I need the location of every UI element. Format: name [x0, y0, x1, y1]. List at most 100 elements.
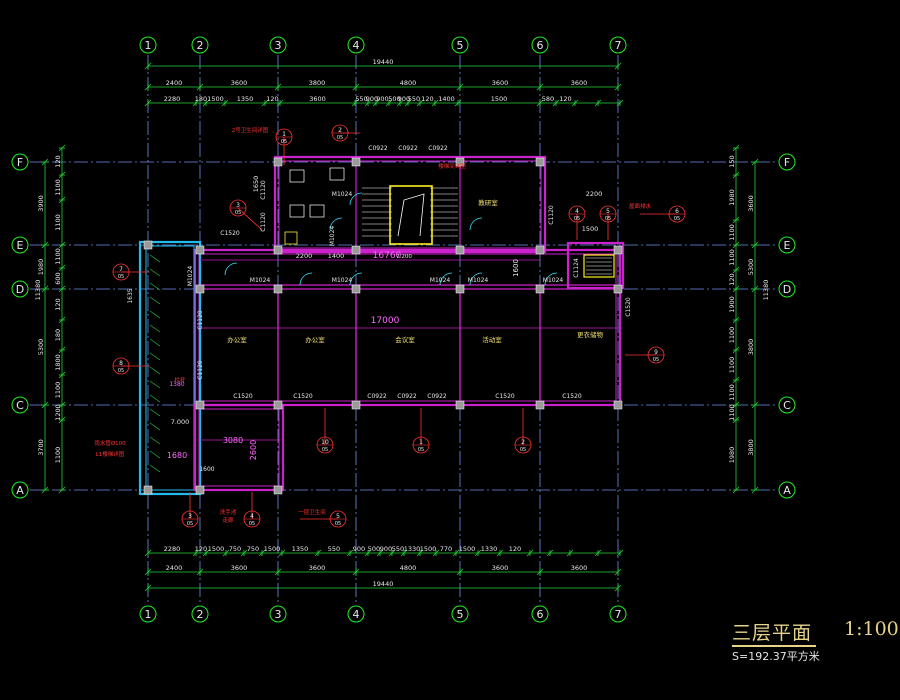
detail-sheet: 05 — [574, 216, 580, 222]
dim-text: 2280 — [164, 545, 181, 553]
wall-hatch — [149, 408, 161, 417]
detail-number: 4 — [575, 208, 579, 215]
room-label: 会议室 — [395, 335, 415, 344]
dim-text: 3600 — [571, 564, 588, 572]
door-swing — [224, 262, 238, 276]
dim-text: 900 — [353, 545, 365, 553]
dim-text: 120 — [509, 545, 521, 553]
drawing-scale: 1:100 — [844, 618, 899, 640]
grid-bubble-circle — [269, 605, 287, 623]
note-label: 一层卫生间 — [298, 508, 326, 516]
dim-text: 3900 — [37, 195, 45, 212]
wall-segment — [193, 403, 285, 492]
grid-axis-lines — [30, 55, 775, 605]
grid-bubble-label: 6 — [537, 39, 544, 52]
grid-bubble-circle — [609, 605, 627, 623]
title-block: 三层平面 1:100 S=192.37平方米 — [732, 618, 899, 678]
window-label: C1520 — [293, 393, 313, 400]
fixtures-and-stairs — [121, 132, 677, 520]
dim-text: 900 — [376, 95, 388, 103]
dimension-lines — [41, 62, 759, 592]
grid-bubble-circle — [778, 396, 796, 414]
dim-text: 19440 — [373, 58, 394, 66]
wall-segment — [138, 240, 202, 496]
dim-text: 1200 — [54, 404, 62, 421]
dim-text: 120 — [54, 155, 62, 167]
dim-text: 180 — [195, 95, 207, 103]
wall-hatch — [149, 380, 161, 389]
grid-bubble-circle — [451, 605, 469, 623]
column — [613, 400, 623, 410]
door-swing — [469, 272, 483, 286]
dim-text: 2400 — [166, 79, 183, 87]
window-label: C1520 — [625, 297, 632, 317]
stair-well — [389, 185, 433, 245]
interior-dim-text: 1635 — [127, 288, 134, 303]
detail-number: 2 — [521, 439, 525, 446]
wall-hatch — [149, 436, 161, 445]
detail-number: 6 — [675, 208, 679, 215]
detail-number: 1 — [419, 439, 423, 446]
grid-bubble-circle — [778, 481, 796, 499]
dim-text: 2400 — [166, 564, 183, 572]
wall-segment — [278, 160, 542, 249]
grid-bubble-label: C — [16, 399, 24, 412]
column — [273, 485, 283, 495]
dim-text: 1100 — [728, 357, 736, 374]
dim-text: 500 — [368, 545, 380, 553]
grid-bubble-label: E — [17, 239, 24, 252]
room-label: 活动室 — [482, 335, 502, 344]
column — [195, 485, 205, 495]
column — [195, 245, 205, 255]
note-label: 栏杆 — [174, 376, 186, 384]
wall-segment — [273, 155, 547, 254]
dim-text: 1980 — [37, 259, 45, 276]
grid-bubble-label: F — [17, 156, 23, 169]
wall-segment — [566, 241, 625, 290]
grid-bubble-label: 1 — [145, 608, 152, 621]
note-label: 雨水管Ø100 — [94, 439, 126, 447]
window-label: C1520 — [562, 393, 582, 400]
grid-bubble-circle — [347, 36, 365, 54]
dim-text: 1100 — [728, 384, 736, 401]
column — [195, 400, 205, 410]
dim-text: 11380 — [762, 280, 770, 301]
dim-text: 3800 — [309, 79, 326, 87]
note-label: 走廊 — [222, 516, 234, 524]
detail-sheet: 05 — [335, 521, 341, 527]
grid-bubble-label: 3 — [275, 39, 282, 52]
window-label: C1120 — [260, 180, 267, 200]
detail-sheet: 05 — [418, 447, 424, 453]
wall-hatch — [149, 324, 161, 333]
door-swing — [299, 272, 313, 286]
note-label: 2号卫生间详图 — [232, 126, 269, 134]
dim-text: 3800 — [747, 339, 755, 356]
grid-bubble-label: A — [16, 484, 24, 497]
door-label: M1024 — [250, 277, 271, 284]
dim-text: 1100 — [54, 214, 62, 231]
dim-text: 550 — [328, 545, 340, 553]
detail-sheet: 05 — [235, 210, 241, 216]
interior-dim-text: 1650 — [252, 176, 260, 193]
dim-text: 900 — [366, 95, 378, 103]
window-label: C1124 — [573, 258, 580, 278]
grid-bubble-label: 1 — [145, 39, 152, 52]
door-label: M1024 — [543, 277, 564, 284]
wall-hatch — [149, 254, 161, 263]
column — [455, 400, 465, 410]
window-label: C0922 — [367, 393, 387, 400]
detail-sheet: 05 — [322, 447, 328, 453]
grid-bubble-label: 4 — [353, 39, 360, 52]
wall-hatch — [149, 366, 161, 375]
door-label: M1024 — [332, 191, 353, 198]
door-label: M1024 — [187, 266, 194, 287]
wall-hatch — [149, 352, 161, 361]
column — [351, 284, 361, 294]
wall-hatch — [149, 422, 161, 431]
grid-bubble-label: E — [784, 239, 791, 252]
door-swing — [349, 192, 363, 206]
building-walls — [138, 155, 625, 496]
column — [455, 245, 465, 255]
window-label: C0922 — [398, 145, 418, 152]
